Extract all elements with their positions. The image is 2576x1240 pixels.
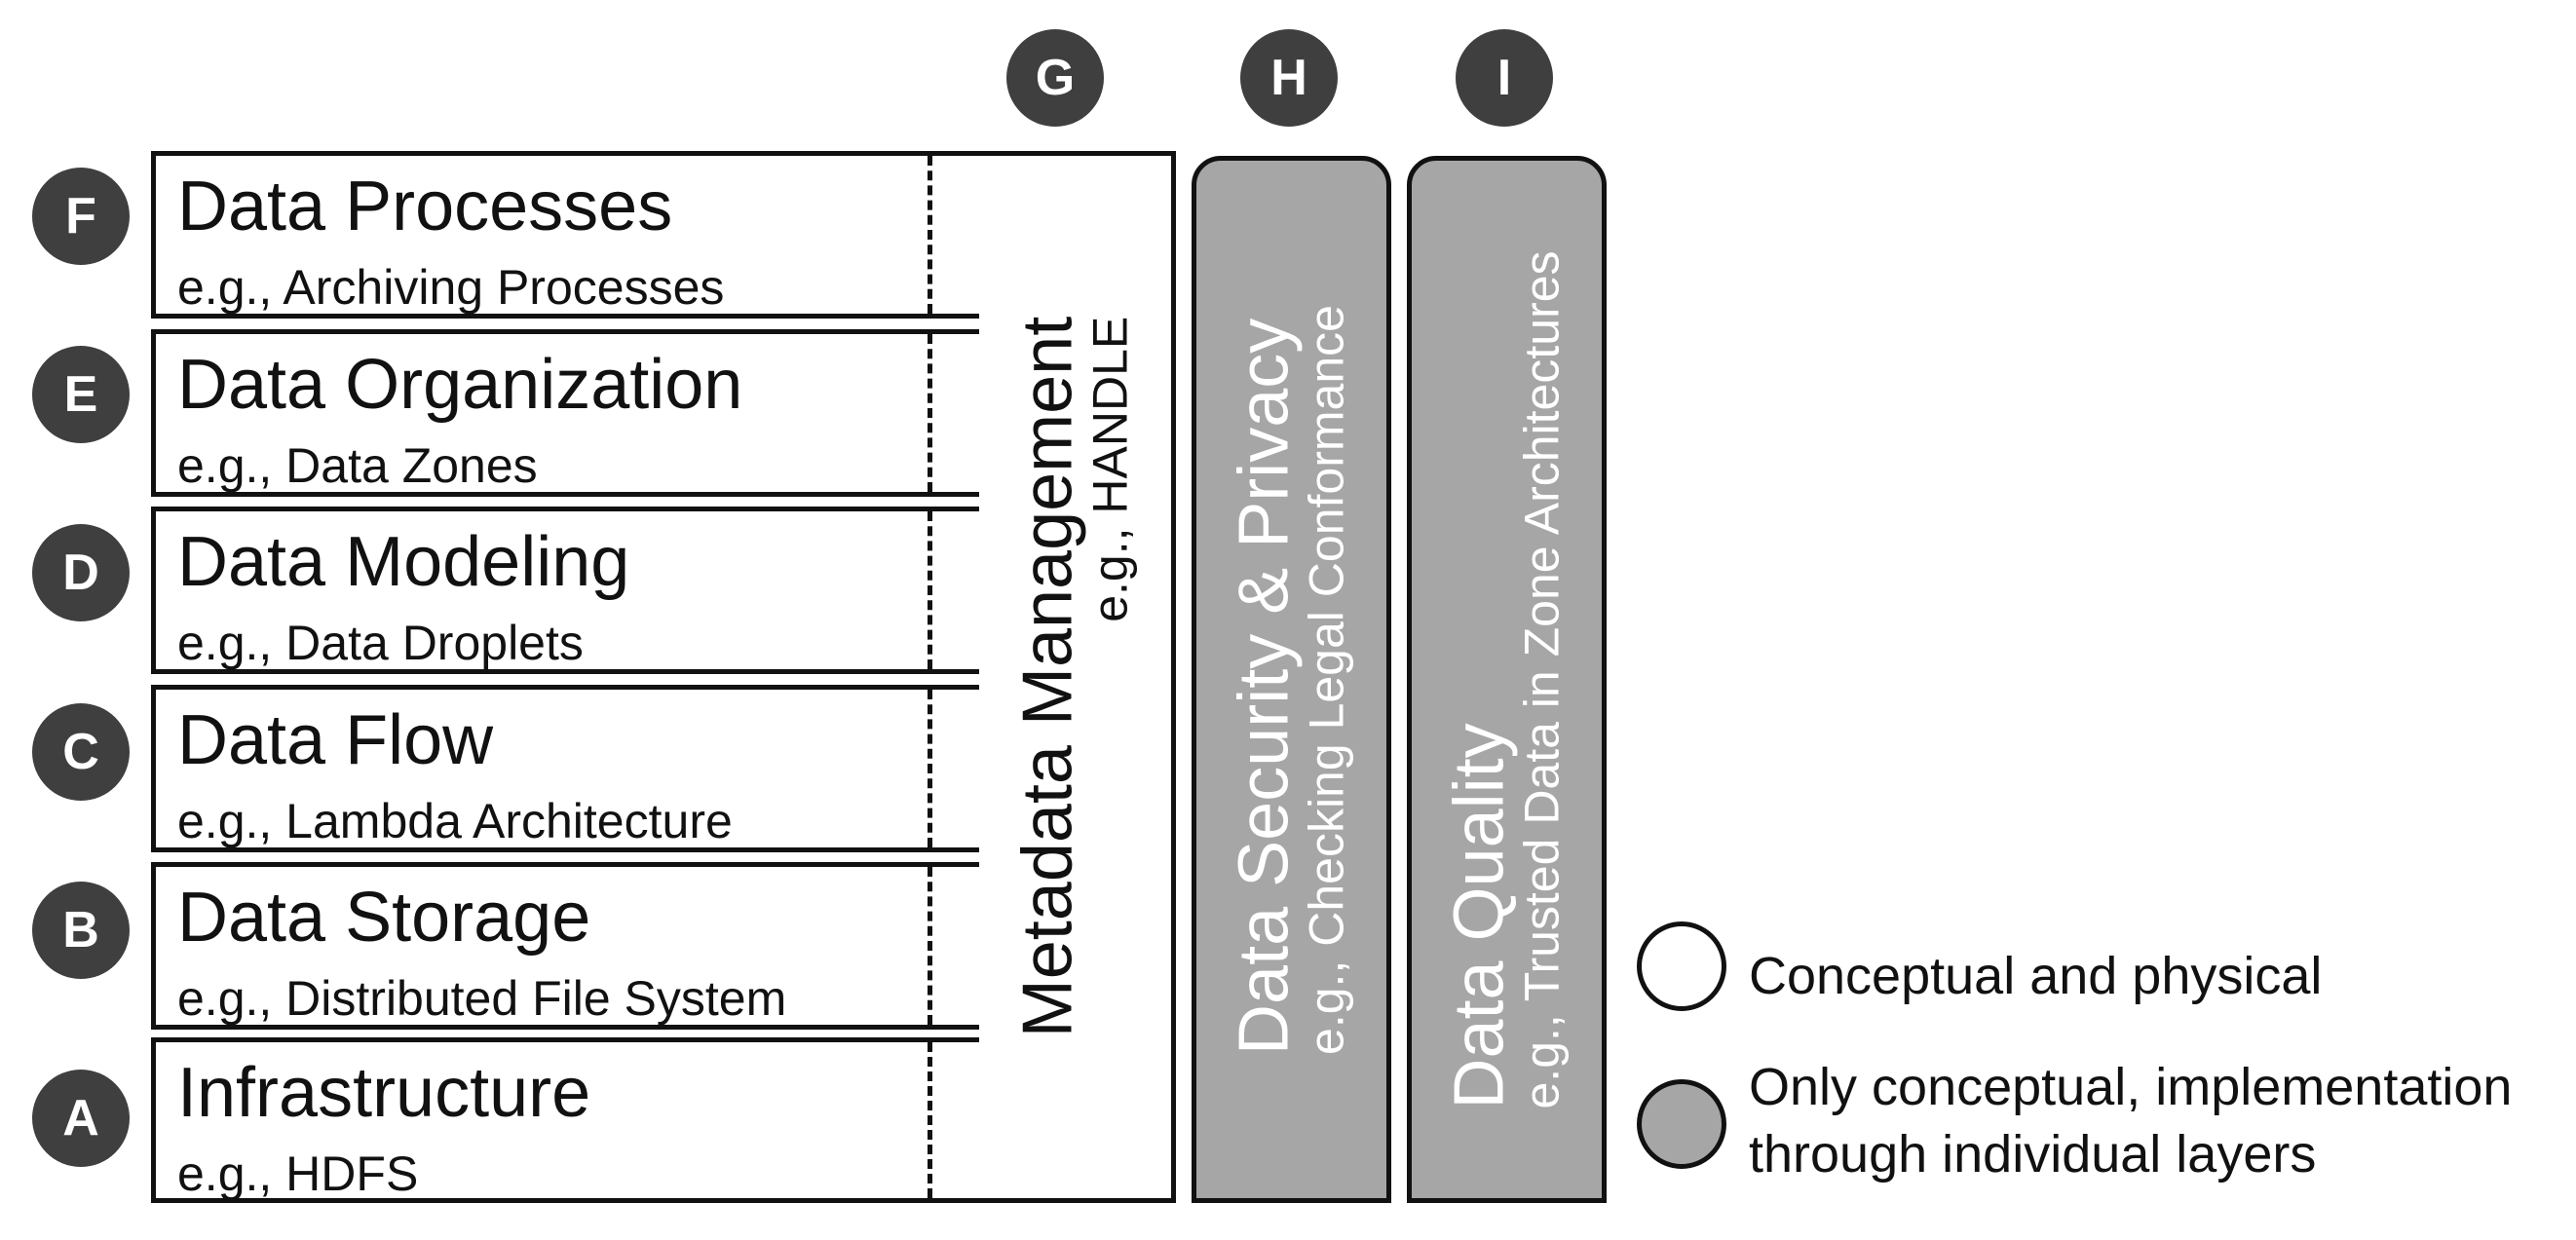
pillar-badge-i: I: [1456, 29, 1553, 127]
pillar-title: Data Security & Privacy: [1224, 318, 1303, 1055]
legend-label-line: through individual layers: [1749, 1125, 2317, 1184]
legend-gray-circle-icon: [1637, 1079, 1726, 1169]
legend-label-line: Only conceptual, implementation: [1749, 1058, 2513, 1116]
layer-example: e.g., Archiving Processes: [177, 260, 725, 315]
layer-infrastructure: Infrastructure e.g., HDFS: [151, 1037, 984, 1203]
layer-title: Data Organization: [177, 346, 743, 424]
pillar-data-security-privacy: Data Security & Privacy e.g., Checking L…: [1192, 156, 1391, 1203]
layer-example: e.g., Data Zones: [177, 438, 538, 493]
pillar-example: e.g., Trusted Data in Zone Architectures: [1513, 249, 1569, 1109]
layer-example: e.g., Distributed File System: [177, 971, 787, 1026]
layer-divider: [928, 1042, 932, 1198]
layer-title: Data Processes: [177, 168, 673, 245]
legend-label-physical: Conceptual and physical: [1749, 947, 2323, 1005]
pillar-example: e.g., Checking Legal Conformance: [1298, 304, 1353, 1055]
pillar-label: Data Quality e.g., Trusted Data in Zone …: [1439, 249, 1571, 1109]
layer-badge-a: A: [32, 1070, 130, 1167]
layer-badge-c: C: [32, 703, 130, 801]
pillar-badge-h: H: [1240, 29, 1338, 127]
layer-divider: [928, 156, 932, 314]
layer-title: Data Storage: [177, 879, 591, 957]
pillar-title: Data Quality: [1439, 722, 1518, 1109]
pillar-label: Metadata Management e.g., HANDLE: [1007, 316, 1139, 1038]
layer-badge-f: F: [32, 168, 130, 265]
layer-title: Infrastructure: [177, 1054, 591, 1132]
layer-data-storage: Data Storage e.g., Distributed File Syst…: [151, 862, 984, 1030]
legend-label-conceptual: Only conceptual, implementation through …: [1749, 1054, 2512, 1188]
layer-badge-e: E: [32, 346, 130, 443]
pillar-label: Data Security & Privacy e.g., Checking L…: [1224, 304, 1355, 1055]
layer-data-organization: Data Organization e.g., Data Zones: [151, 329, 984, 497]
pillar-badge-g: G: [1006, 29, 1104, 127]
layer-divider: [928, 690, 932, 847]
layer-example: e.g., Data Droplets: [177, 616, 584, 670]
pillar-example: e.g., HANDLE: [1081, 316, 1137, 622]
layer-divider: [928, 511, 932, 669]
layer-badge-b: B: [32, 882, 130, 979]
layer-data-modeling: Data Modeling e.g., Data Droplets: [151, 507, 984, 674]
pillar-data-quality: Data Quality e.g., Trusted Data in Zone …: [1407, 156, 1607, 1203]
layer-divider: [928, 334, 932, 492]
legend-white-circle-icon: [1637, 921, 1726, 1011]
layer-title: Data Flow: [177, 701, 494, 779]
layer-example: e.g., HDFS: [177, 1146, 419, 1201]
layer-badge-d: D: [32, 524, 130, 621]
pillar-title: Metadata Management: [1007, 316, 1086, 1038]
layer-divider: [928, 867, 932, 1025]
layer-title: Data Modeling: [177, 523, 630, 601]
pillar-metadata-management: Metadata Management e.g., HANDLE: [979, 151, 1176, 1203]
layer-data-processes: Data Processes e.g., Archiving Processes: [151, 151, 984, 319]
layer-example: e.g., Lambda Architecture: [177, 794, 733, 848]
layer-data-flow: Data Flow e.g., Lambda Architecture: [151, 685, 984, 852]
